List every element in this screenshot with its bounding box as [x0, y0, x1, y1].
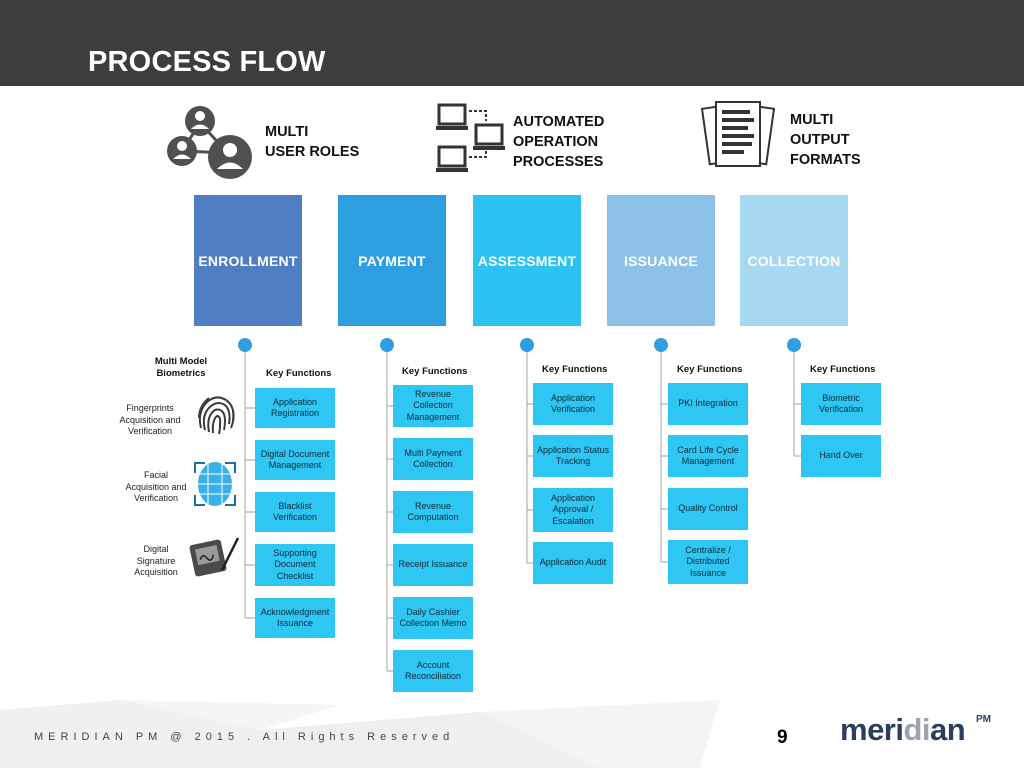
timeline-dot [654, 338, 668, 352]
function-digital-document-management: Digital Document Management [255, 440, 335, 480]
function-application-verification: Application Verification [533, 383, 613, 425]
function-application-approval-escalation: Application Approval / Escalation [533, 488, 613, 532]
function-pki-integration: PKI Integration [668, 383, 748, 425]
key-functions-header: Key Functions [266, 368, 332, 379]
logo-superscript: PM [976, 714, 991, 725]
user-network-icon [167, 106, 252, 179]
biometrics-title: Multi Model Biometrics [154, 356, 208, 379]
signature-pad-icon [189, 537, 240, 577]
function-acknowledgment-issuance: Acknowledgment Issuance [255, 598, 335, 638]
page-number: 9 [777, 727, 788, 748]
feature-label-output-formats: MULTI OUTPUT FORMATS [790, 112, 861, 168]
function-application-status-tracking: Application Status Tracking [533, 435, 613, 477]
feature-label-automated-processes: AUTOMATED OPERATION PROCESSES [513, 114, 605, 170]
documents-icon [700, 101, 776, 167]
key-functions-header: Key Functions [402, 366, 468, 377]
feature-label-user-roles: MULTI USER ROLES [265, 124, 360, 160]
face-scan-icon [194, 462, 236, 506]
stage-issuance: ISSUANCE [607, 195, 715, 326]
stage-payment: PAYMENT [338, 195, 446, 326]
timeline-dot [380, 338, 394, 352]
fingerprint-icon [198, 396, 235, 435]
key-functions-header: Key Functions [810, 364, 876, 375]
key-functions-header: Key Functions [542, 364, 608, 375]
function-supporting-document-checklist: Supporting Document Checklist [255, 544, 335, 586]
slide-header [0, 0, 1024, 86]
function-application-audit: Application Audit [533, 542, 613, 584]
meridian-logo: meridian [840, 712, 966, 748]
stage-collection: COLLECTION [740, 195, 848, 326]
function-blacklist-verification: Blacklist Verification [255, 492, 335, 532]
logo-text-tail: an [930, 712, 966, 747]
footer-copyright: MERIDIAN PM @ 2015 . All Rights Reserved [34, 731, 455, 743]
stage-assessment: ASSESSMENT [473, 195, 581, 326]
function-revenue-computation: Revenue Computation [393, 491, 473, 533]
function-receipt-issuance: Receipt Issuance [393, 544, 473, 586]
biometric-label-facial: Facial Acquisition and Verification [125, 470, 187, 503]
stage-enrollment: ENROLLMENT [194, 195, 302, 326]
function-application-registration: Application Registration [255, 388, 335, 428]
key-functions-header: Key Functions [677, 364, 743, 375]
connected-computers-icon [436, 103, 505, 172]
function-account-reconciliation: Account Reconciliation [393, 650, 473, 692]
timeline-dot [238, 338, 252, 352]
function-card-life-cycle-management: Card Life Cycle Management [668, 435, 748, 477]
function-revenue-collection-management: Revenue Collection Management [393, 385, 473, 427]
biometric-label-signature: Digital Signature Acquisition [134, 544, 178, 577]
biometric-label-fingerprint: Fingerprints Acquisition and Verificatio… [119, 403, 181, 436]
logo-text-accent: di [903, 712, 931, 747]
slide-title: PROCESS FLOW [88, 46, 326, 78]
function-multi-payment-collection: Multi Payment Collection [393, 438, 473, 480]
function-quality-control: Quality Control [668, 488, 748, 530]
footer-decoration [0, 700, 720, 768]
timeline-dot [520, 338, 534, 352]
timeline-dot [787, 338, 801, 352]
function-biometric-verification: Biometric Verification [801, 383, 881, 425]
function-daily-cashier-collection-memo: Daily Cashier Collection Memo [393, 597, 473, 639]
function-hand-over: Hand Over [801, 435, 881, 477]
logo-text-main: meri [840, 712, 904, 747]
function-centralize-distributed-issuance: Centralize / Distributed Issuance [668, 540, 748, 584]
